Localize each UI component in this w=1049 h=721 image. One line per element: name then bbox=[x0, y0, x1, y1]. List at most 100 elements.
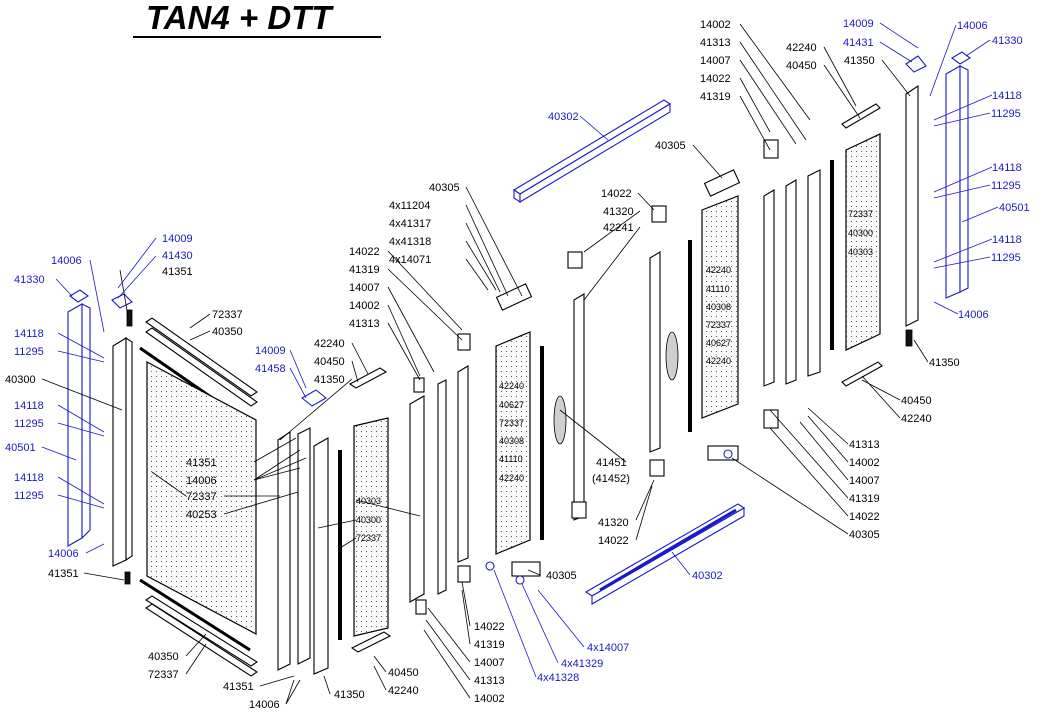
label-41351-b: 41351 bbox=[48, 568, 79, 580]
label-4x11204: 4x11204 bbox=[389, 200, 430, 212]
label-42240-c: 42240 bbox=[314, 338, 345, 350]
roller-bracket-bottom-right bbox=[707, 445, 739, 461]
bracket-mid-left bbox=[413, 377, 425, 393]
label-40450-d: 40450 bbox=[388, 667, 419, 679]
label-41313-a: 41313 bbox=[700, 37, 731, 49]
label-40450-c: 40450 bbox=[314, 356, 345, 368]
label-14118-e: 14118 bbox=[14, 400, 44, 412]
vertical-profile-mid-c bbox=[313, 437, 329, 675]
handle-cap-mid bbox=[301, 389, 327, 407]
roller-wheel-c bbox=[723, 449, 733, 459]
label-41350-d: 41350 bbox=[334, 689, 365, 701]
label-panel-42240-b: 42240 bbox=[499, 473, 524, 483]
diagram-title: TAN4 + DTT bbox=[146, 0, 334, 36]
label-11295-d: 11295 bbox=[14, 346, 44, 358]
bottom-header-stripe bbox=[599, 508, 737, 592]
label-14006-e: 14006 bbox=[186, 475, 217, 487]
label-40302-b: 40302 bbox=[692, 570, 723, 582]
top-header-face bbox=[519, 103, 671, 203]
label-41313-d: 41313 bbox=[474, 675, 505, 687]
gasket-bottom-left bbox=[139, 578, 251, 652]
label-14118-f: 14118 bbox=[14, 472, 44, 484]
profile-right-c bbox=[807, 169, 821, 377]
label-panel-40308-b: 40308 bbox=[706, 302, 731, 312]
label-41313-b: 41313 bbox=[849, 439, 880, 451]
label-14022-b: 14022 bbox=[849, 511, 880, 523]
label-40450-a: 40450 bbox=[786, 60, 817, 72]
label-41351-d: 41351 bbox=[223, 681, 254, 693]
label-72337-b: 72337 bbox=[186, 491, 217, 503]
label-14006-c: 14006 bbox=[51, 255, 82, 267]
label-40305-a: 40305 bbox=[849, 529, 880, 541]
label-14007-b: 14007 bbox=[849, 475, 880, 487]
label-14002-a: 14002 bbox=[700, 19, 731, 31]
label-14006-b: 14006 bbox=[958, 309, 989, 321]
door-edge-profile bbox=[573, 293, 585, 521]
label-41350-c: 41350 bbox=[314, 374, 345, 386]
bracket-top-mid bbox=[457, 333, 471, 351]
label-11295-c: 11295 bbox=[991, 252, 1021, 264]
label-40305-b: 40305 bbox=[655, 140, 686, 152]
label-panel-40303: 40303 bbox=[848, 247, 873, 257]
label-4x14071: 4x14071 bbox=[389, 254, 431, 266]
label-14118-d: 14118 bbox=[14, 328, 44, 340]
label-panel-72337-b: 72337 bbox=[706, 320, 731, 330]
label-40450-b: 40450 bbox=[901, 395, 932, 407]
label-41330-a: 41330 bbox=[992, 35, 1023, 47]
label-42241: 42241 bbox=[603, 222, 634, 234]
glass-panel-door-left bbox=[495, 331, 531, 555]
label-4x41317: 4x41317 bbox=[389, 218, 431, 230]
label-panel-41110-b: 41110 bbox=[706, 284, 730, 294]
label-14118-c: 14118 bbox=[992, 234, 1022, 246]
label-panel-42240-a: 42240 bbox=[499, 381, 524, 391]
label-11295-a: 11295 bbox=[991, 108, 1021, 120]
seal-right bbox=[905, 329, 913, 347]
label-42240-a: 42240 bbox=[786, 42, 817, 54]
label-14118-b: 14118 bbox=[992, 162, 1022, 174]
label-42240-b: 42240 bbox=[901, 413, 932, 425]
label-14002-d: 14002 bbox=[474, 693, 505, 705]
label-40501-a: 40501 bbox=[999, 202, 1030, 214]
glass-panel-left bbox=[146, 361, 257, 635]
bracket-door-bottom-left bbox=[571, 501, 587, 519]
roller-wheel-a bbox=[485, 561, 495, 571]
label-41351-a: 41351 bbox=[162, 266, 193, 278]
profile-right-b bbox=[785, 179, 797, 385]
label-panel-40308-a: 40308 bbox=[499, 436, 524, 446]
label-14007-d: 14007 bbox=[474, 657, 505, 669]
bottom-header-face bbox=[591, 507, 745, 605]
label-11295-b: 11295 bbox=[991, 180, 1021, 192]
label-4x41329: 4x41329 bbox=[561, 658, 603, 670]
label-40303-a: 40303 bbox=[356, 496, 381, 506]
glass-panel-right bbox=[845, 133, 881, 351]
bracket-door-top bbox=[567, 251, 583, 269]
leader-lines bbox=[41, 22, 999, 705]
label-11295-f: 11295 bbox=[14, 490, 44, 502]
label-40300-a: 40300 bbox=[5, 374, 36, 386]
label-41320-a: 41320 bbox=[603, 206, 634, 218]
label-41330-b: 41330 bbox=[14, 274, 45, 286]
label-41430: 41430 bbox=[162, 250, 193, 262]
glass-panel-door-right bbox=[701, 195, 739, 419]
label-14002-b: 14002 bbox=[849, 457, 880, 469]
label-panel-42240-d: 42240 bbox=[706, 356, 731, 366]
label-14009-a: 14009 bbox=[843, 18, 874, 30]
label-14009-c: 14009 bbox=[162, 233, 193, 245]
label-14009-b: 14009 bbox=[255, 345, 286, 357]
wall-profile-left bbox=[67, 303, 83, 547]
label-panel-40627-a: 40627 bbox=[499, 400, 524, 410]
label-41452: (41452) bbox=[592, 473, 630, 485]
label-14118-a: 14118 bbox=[992, 90, 1022, 102]
label-4x41328: 4x41328 bbox=[537, 672, 579, 684]
seal-left-bottom bbox=[124, 571, 131, 585]
end-cap-right bbox=[951, 51, 971, 65]
guide-cap-right bbox=[905, 55, 927, 73]
label-panel-40627-b: 40627 bbox=[706, 338, 731, 348]
label-40350-a: 40350 bbox=[212, 326, 243, 338]
label-40350-b: 40350 bbox=[148, 651, 179, 663]
door-edge-profile-right bbox=[649, 251, 661, 453]
parts-layer bbox=[67, 51, 971, 677]
label-72337-a: 72337 bbox=[212, 309, 243, 321]
bracket-bottom-mid bbox=[457, 565, 471, 583]
label-panel-72337-a: 72337 bbox=[499, 418, 524, 428]
